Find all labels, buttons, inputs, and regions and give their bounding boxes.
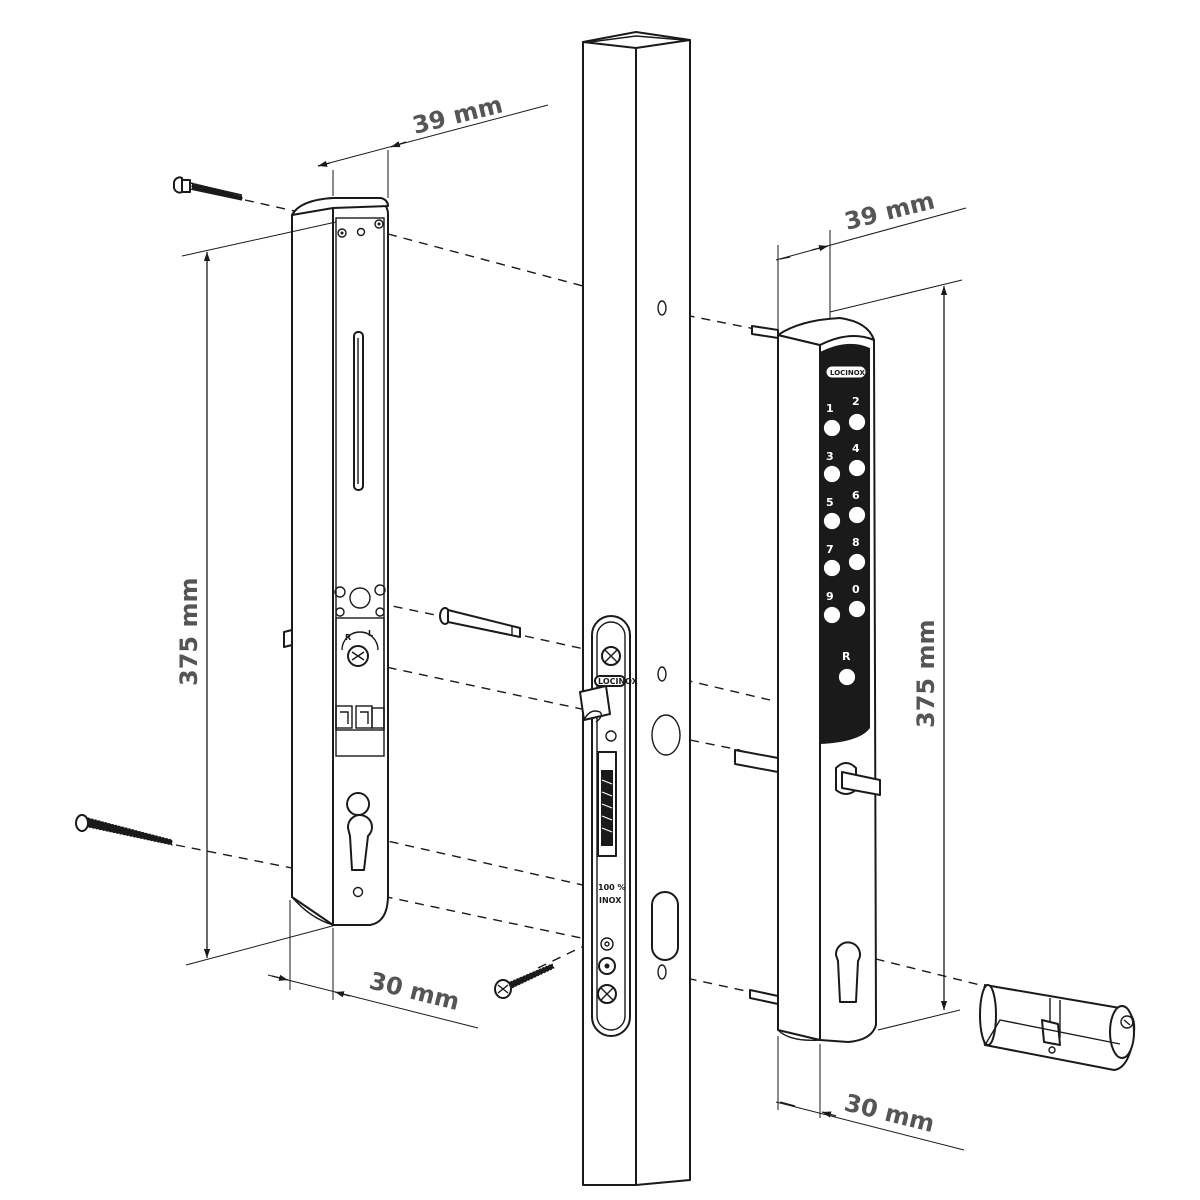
key-9-label: 9 (826, 590, 834, 603)
key-3-label: 3 (826, 450, 834, 463)
key-3[interactable] (822, 464, 842, 484)
key-1[interactable] (822, 418, 842, 438)
keypad-keys: 1 2 3 4 5 6 7 8 9 0 R (822, 395, 867, 687)
left-lock-plate: R L (283, 197, 389, 926)
side-left-label: L (368, 629, 373, 638)
key-6[interactable] (847, 505, 867, 525)
reset-key[interactable] (837, 667, 857, 687)
key-5[interactable] (822, 511, 842, 531)
left-spindle-pin (439, 607, 521, 638)
key-7-label: 7 (826, 543, 834, 556)
right-keypad-plate: LOCINOX 1 2 3 4 5 6 7 8 9 0 R (734, 317, 881, 1043)
left-height-dimension: 375 mm (175, 578, 203, 686)
assembly-lines (175, 199, 981, 995)
locinox-logo: LOCINOX (598, 677, 639, 686)
key-2[interactable] (847, 412, 867, 432)
phillips-screw-icon (494, 963, 555, 999)
key-7[interactable] (822, 558, 842, 578)
keypad-panel (820, 343, 870, 744)
key-1-label: 1 (826, 402, 834, 415)
key-8[interactable] (847, 552, 867, 572)
key-4[interactable] (847, 458, 867, 478)
left-depth-bottom-dimension: 30 mm (367, 967, 463, 1016)
left-width-top-dimension: 39 mm (410, 90, 506, 139)
key-2-label: 2 (852, 395, 860, 408)
key-6-label: 6 (852, 489, 860, 502)
mortise-lock: LOCINOX 100 % INOX (579, 615, 639, 1037)
euro-cylinder (979, 984, 1136, 1071)
dimension-lines (181, 104, 967, 1151)
locinox-logo: LOCINOX (830, 369, 865, 377)
left-top-screw (173, 176, 243, 201)
key-4-label: 4 (852, 442, 860, 455)
key-0[interactable] (847, 599, 867, 619)
key-9[interactable] (822, 605, 842, 625)
key-0-label: 0 (852, 583, 860, 596)
right-height-dimension: 375 mm (912, 620, 940, 728)
left-bottom-screw (75, 814, 173, 846)
material-label-2: INOX (599, 896, 622, 905)
side-right-label: R (345, 633, 351, 642)
reset-key-label: R (842, 650, 851, 663)
material-label: 100 % (598, 883, 626, 892)
key-8-label: 8 (852, 536, 860, 549)
key-5-label: 5 (826, 496, 834, 509)
